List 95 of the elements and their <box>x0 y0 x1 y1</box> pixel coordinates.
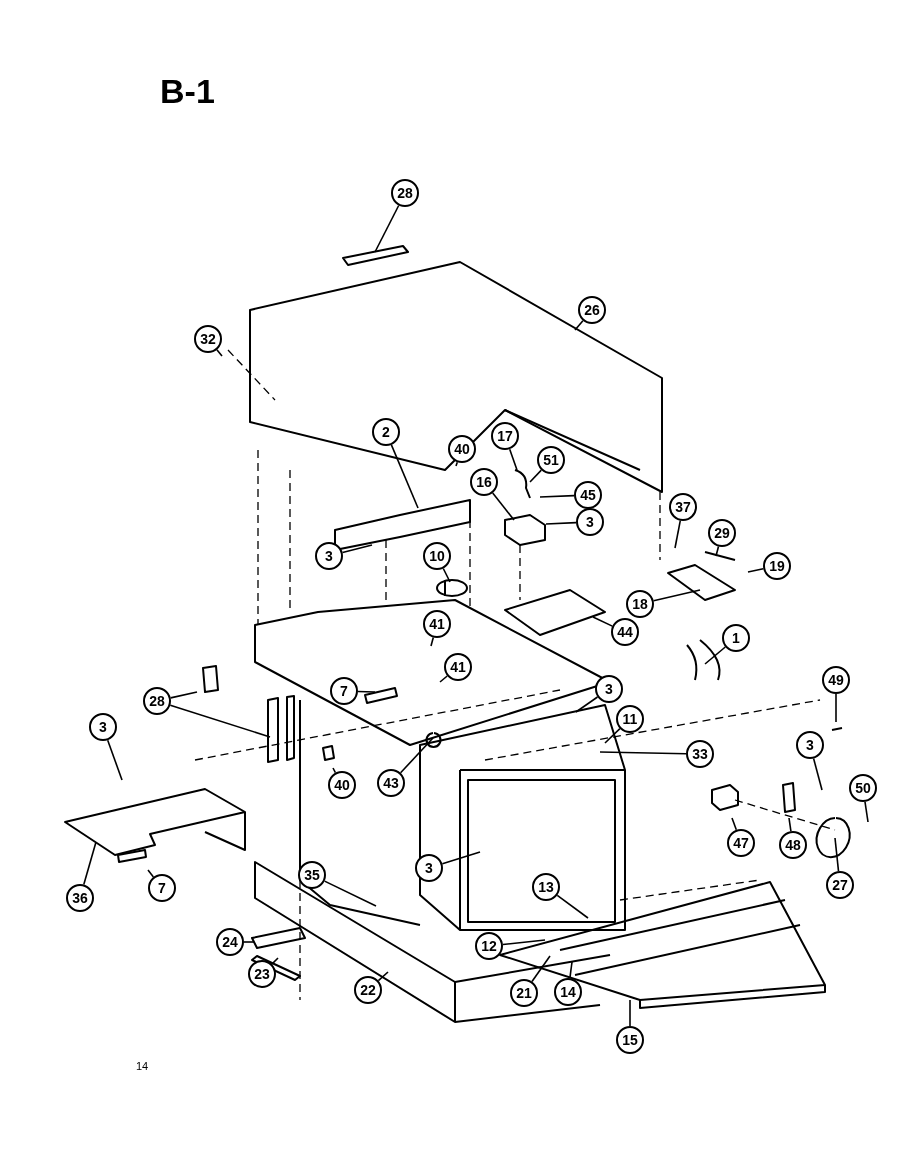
callout-number: 32 <box>194 325 222 353</box>
callout-number: 37 <box>669 493 697 521</box>
callout-number: 18 <box>626 590 654 618</box>
callout-number: 26 <box>578 296 606 324</box>
callout-number: 3 <box>576 508 604 536</box>
callout-number: 3 <box>89 713 117 741</box>
callout-number: 24 <box>216 928 244 956</box>
leader-line <box>377 971 389 982</box>
callout-number: 28 <box>391 179 419 207</box>
leader-line <box>169 704 271 738</box>
leader-line <box>834 837 840 872</box>
leader-line <box>390 444 419 509</box>
leader-line <box>430 636 435 647</box>
callout-number: 28 <box>143 687 171 715</box>
leader-line <box>169 691 198 699</box>
leader-line <box>592 616 614 627</box>
callout-number: 21 <box>510 979 538 1007</box>
callout-number: 23 <box>248 960 276 988</box>
leader-line <box>556 894 589 919</box>
leader-line <box>216 349 223 357</box>
leader-line <box>599 751 687 755</box>
leader-line <box>491 492 515 521</box>
leader-line <box>835 693 837 723</box>
callout-number: 45 <box>574 481 602 509</box>
leader-line <box>508 448 518 471</box>
callout-number: 3 <box>315 542 343 570</box>
callout-number: 50 <box>849 774 877 802</box>
callout-number: 15 <box>616 1026 644 1054</box>
callout-number: 35 <box>298 861 326 889</box>
callout-number: 27 <box>826 871 854 899</box>
callout-number: 3 <box>796 731 824 759</box>
callout-number: 48 <box>779 831 807 859</box>
callout-number: 3 <box>415 854 443 882</box>
leader-line <box>399 737 434 774</box>
leader-line <box>243 941 255 943</box>
page-number: 14 <box>136 1060 149 1072</box>
figure-title: B-1 <box>160 72 215 111</box>
leader-line <box>575 696 599 713</box>
leader-line <box>323 880 377 907</box>
leader-line <box>147 869 155 878</box>
leader-line <box>629 999 631 1027</box>
callout-number: 40 <box>328 771 356 799</box>
callout-number: 36 <box>66 884 94 912</box>
leader-line <box>502 939 546 946</box>
callout-number: 49 <box>822 666 850 694</box>
callout-number: 7 <box>148 874 176 902</box>
leader-line <box>704 646 727 665</box>
leader-line <box>715 545 720 557</box>
leader-line <box>332 767 337 774</box>
callout-number: 2 <box>372 418 400 446</box>
leader-line <box>529 469 543 483</box>
leader-line <box>812 757 823 791</box>
callout-number: 1 <box>722 624 750 652</box>
callout-number: 13 <box>532 873 560 901</box>
leader-line <box>83 841 97 886</box>
leader-line <box>652 589 701 602</box>
callout-number: 29 <box>708 519 736 547</box>
leader-line <box>545 521 577 525</box>
callout-number: 3 <box>595 675 623 703</box>
leader-line <box>788 817 792 832</box>
leader-line <box>106 739 123 781</box>
callout-number: 44 <box>611 618 639 646</box>
callout-number: 17 <box>491 422 519 450</box>
leader-line <box>574 319 584 331</box>
leader-line <box>439 675 448 683</box>
callout-number: 11 <box>616 705 644 733</box>
leader-line <box>569 961 573 979</box>
callout-number: 12 <box>475 932 503 960</box>
leader-line <box>441 851 481 865</box>
leader-line <box>271 957 279 965</box>
leader-line <box>531 955 551 983</box>
callout-number: 47 <box>727 829 755 857</box>
callout-number: 7 <box>330 677 358 705</box>
leader-line <box>341 544 373 554</box>
callout-number: 19 <box>763 552 791 580</box>
callout-number: 41 <box>444 653 472 681</box>
callout-number: 40 <box>448 435 476 463</box>
callout-number: 16 <box>470 468 498 496</box>
callout-number: 10 <box>423 542 451 570</box>
leader-line <box>604 727 621 744</box>
leader-line <box>357 690 376 693</box>
leader-line <box>731 817 738 831</box>
leader-line <box>747 568 765 573</box>
leader-line <box>674 519 682 549</box>
leader-line <box>455 461 459 467</box>
callout-number: 41 <box>423 610 451 638</box>
callout-number: 43 <box>377 769 405 797</box>
callout-number: 22 <box>354 976 382 1004</box>
leader-line <box>539 494 575 498</box>
leader-line <box>374 204 400 253</box>
leader-line <box>442 567 451 583</box>
leader-line <box>864 801 869 823</box>
callout-number: 14 <box>554 978 582 1006</box>
callout-number: 51 <box>537 446 565 474</box>
callout-number: 33 <box>686 740 714 768</box>
